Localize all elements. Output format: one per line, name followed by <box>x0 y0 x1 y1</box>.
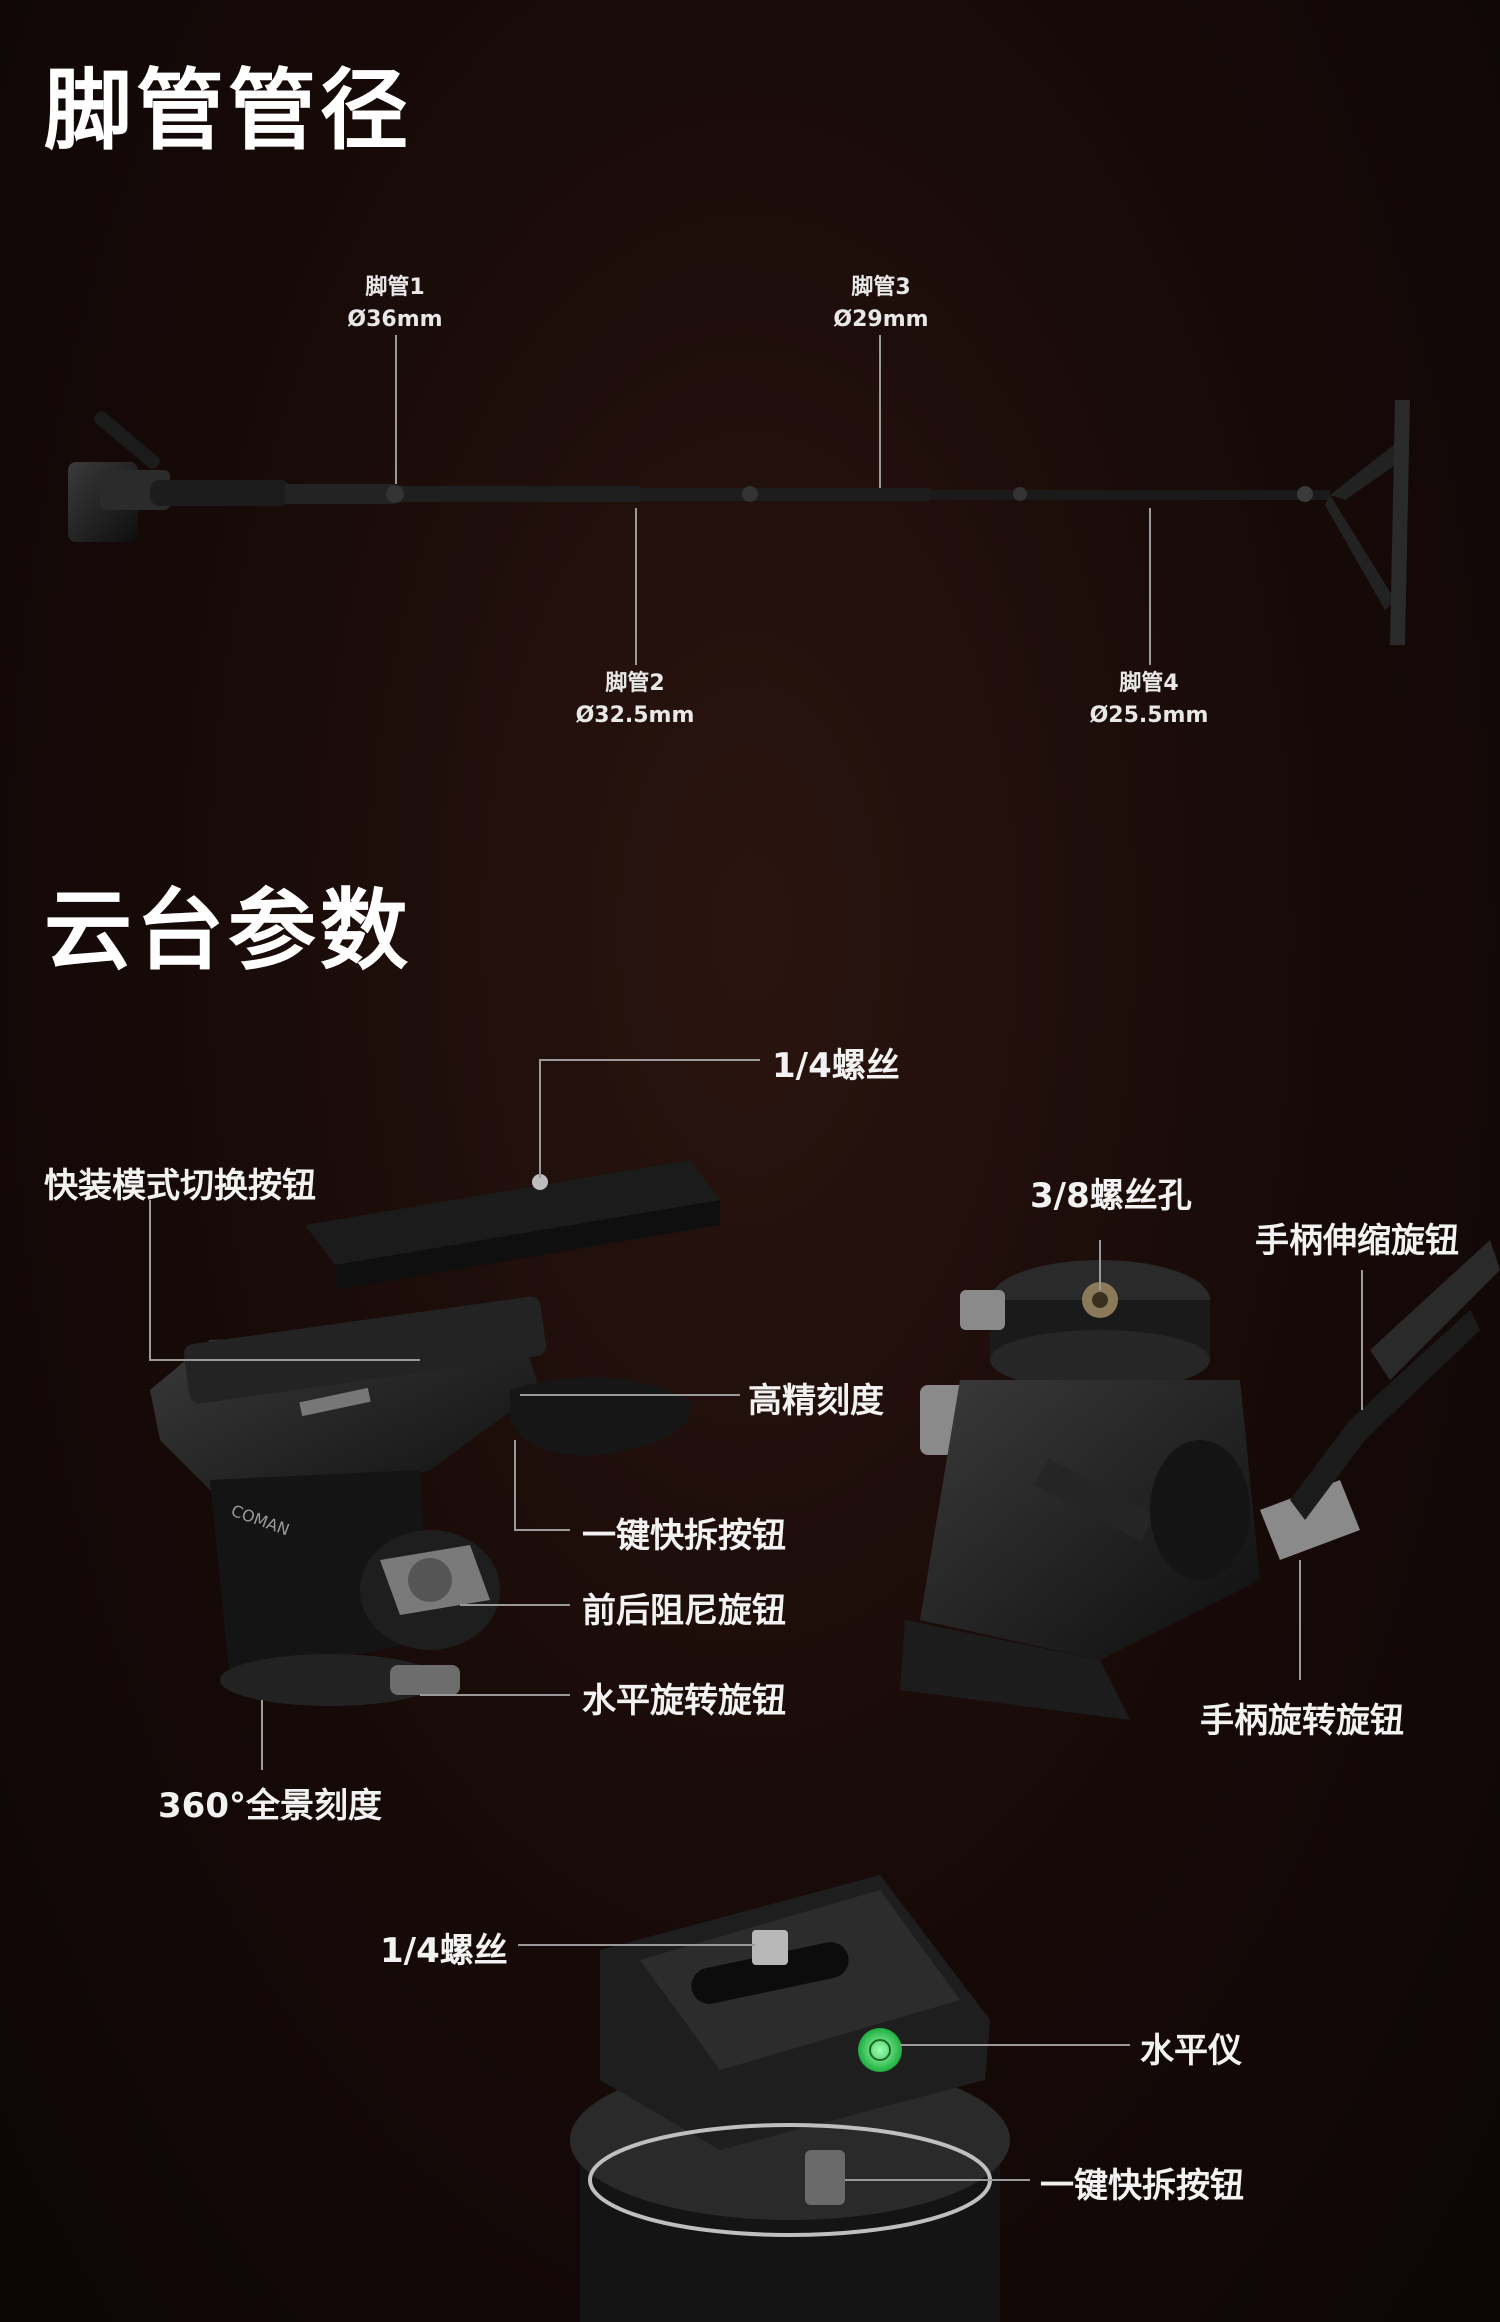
tube3-label: 脚管3 Ø29mm <box>826 272 936 336</box>
label-base-screw-14: 1/4螺丝 <box>380 1931 508 1971</box>
tube1-name: 脚管1 <box>365 275 425 300</box>
monopod-image <box>68 400 1410 645</box>
head-section-title: 云台参数 <box>44 879 413 982</box>
fluid-head-side-image <box>900 1240 1500 1720</box>
tube2-label: 脚管2 Ø32.5mm <box>560 668 710 732</box>
tube1-label: 脚管1 Ø36mm <box>340 272 450 336</box>
tube3-size: Ø29mm <box>833 306 929 332</box>
label-screw-hole-38: 3/8螺丝孔 <box>1030 1176 1192 1216</box>
tube4-name: 脚管4 <box>1119 671 1179 696</box>
label-quick-release: 一键快拆按钮 <box>582 1516 786 1556</box>
tube4-label: 脚管4 Ø25.5mm <box>1074 668 1224 732</box>
label-handle-extend-knob: 手柄伸缩旋钮 <box>1255 1221 1459 1261</box>
tube3-name: 脚管3 <box>851 275 911 300</box>
label-precision-scale: 高精刻度 <box>748 1381 884 1421</box>
label-screw-14: 1/4螺丝 <box>772 1046 900 1086</box>
tubes-section-title: 脚管管径 <box>44 59 413 162</box>
label-base-quick-release: 一键快拆按钮 <box>1040 2166 1244 2206</box>
label-quick-mode: 快装模式切换按钮 <box>44 1166 316 1206</box>
tube2-size: Ø32.5mm <box>575 702 695 728</box>
fluid-head-image: COMAN <box>150 1160 720 1706</box>
label-pan-knob: 水平旋转旋钮 <box>582 1681 786 1721</box>
label-damping-knob: 前后阻尼旋钮 <box>582 1591 786 1631</box>
tube2-name: 脚管2 <box>605 671 665 696</box>
tube4-size: Ø25.5mm <box>1089 702 1209 728</box>
tube1-size: Ø36mm <box>347 306 443 332</box>
label-pano-scale: 360°全景刻度 <box>158 1786 382 1826</box>
label-handle-rotate-knob: 手柄旋转旋钮 <box>1200 1701 1404 1741</box>
base-image <box>570 1875 1010 2322</box>
label-level: 水平仪 <box>1140 2031 1242 2071</box>
